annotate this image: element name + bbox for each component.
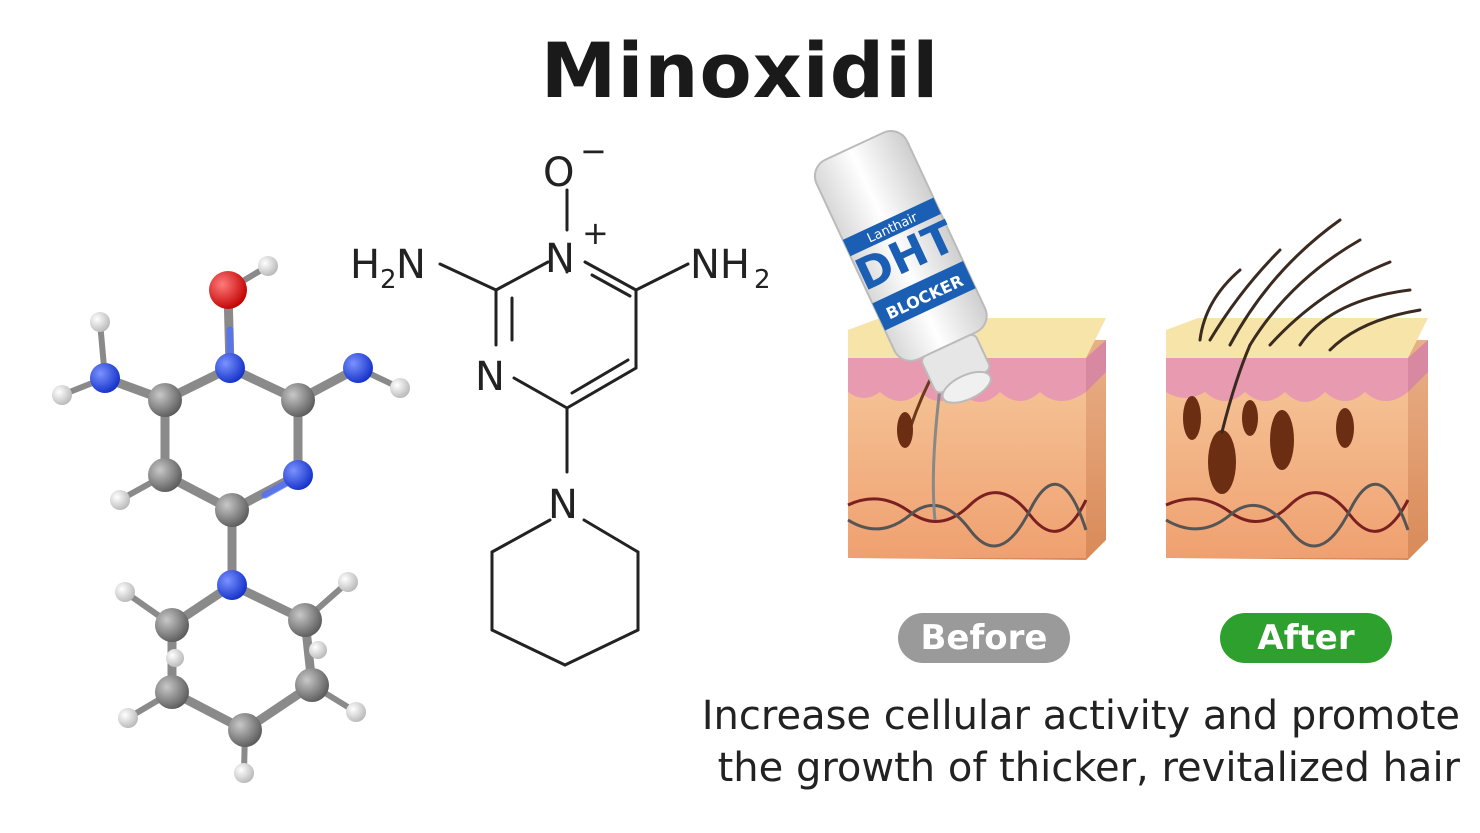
svg-text:N: N: [548, 482, 578, 528]
svg-text:NH: NH: [690, 242, 750, 288]
skin-after-illustration: [1165, 218, 1428, 560]
svg-text:2: 2: [380, 265, 397, 295]
svg-text:+: +: [582, 214, 609, 252]
skeletal-labels: O − N + H 2 N NH 2 N N: [350, 132, 771, 528]
after-label: After: [1220, 613, 1392, 663]
molecule-atoms: [52, 256, 410, 783]
svg-text:H: H: [350, 242, 380, 288]
caption: Increase cellular activity and promote t…: [500, 690, 1460, 794]
product-bottle: Lanthair DHT BLOCKER: [813, 130, 992, 404]
caption-line-2: the growth of thicker, revitalized hair: [717, 745, 1460, 791]
caption-line-1: Increase cellular activity and promote: [701, 693, 1460, 739]
svg-text:N: N: [475, 354, 505, 400]
svg-text:N: N: [396, 242, 426, 288]
before-label: Before: [898, 613, 1070, 663]
svg-text:−: −: [580, 132, 607, 170]
skeletal-structure: [438, 188, 690, 667]
svg-text:O: O: [543, 150, 574, 196]
page-title: Minoxidil: [540, 26, 940, 115]
svg-text:N: N: [545, 236, 575, 282]
svg-text:2: 2: [754, 265, 771, 295]
oxygen-atom: [209, 271, 247, 309]
